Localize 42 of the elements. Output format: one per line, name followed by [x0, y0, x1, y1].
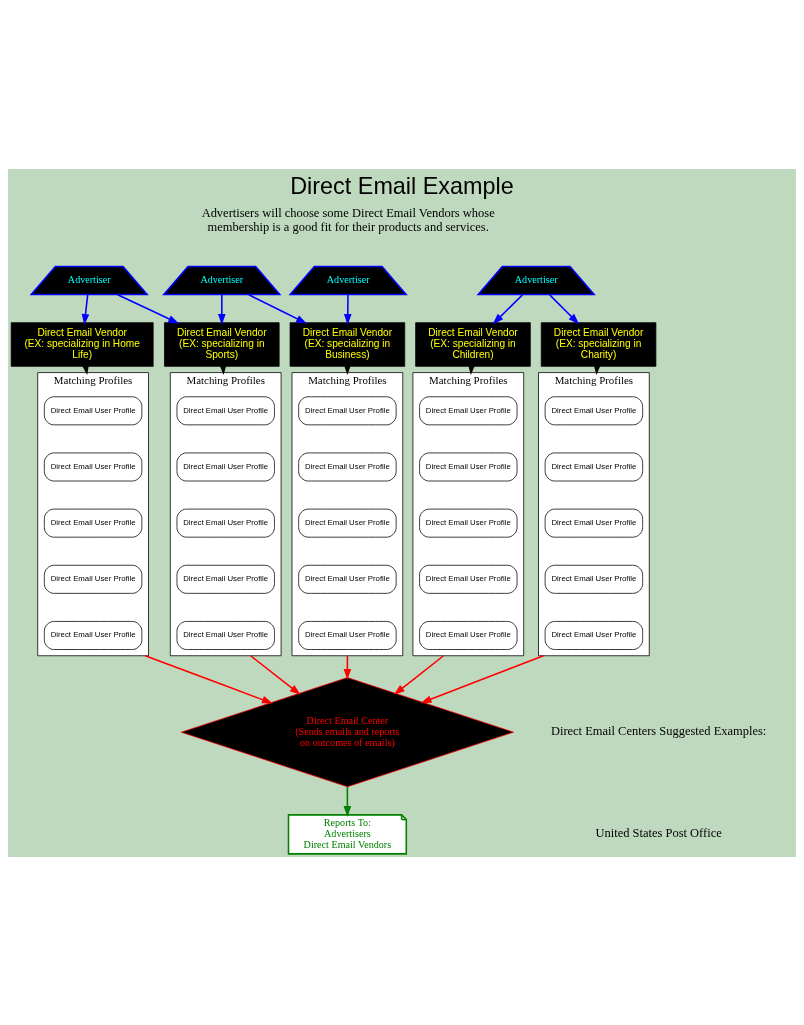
label: Advertisers will choose some Direct Email Vendors whose membership is a good fit for their products and services. — [201, 205, 495, 234]
node-box: Direct Email User Profile — [298, 620, 397, 650]
arrow — [492, 293, 524, 324]
node-box: Direct Email User Profile — [176, 395, 275, 425]
node-box: Direct Email User Profile — [419, 564, 518, 594]
arrow — [116, 293, 180, 324]
node-box: Direct Email User Profile — [298, 508, 397, 538]
node-box: Direct Email User Profile — [298, 564, 397, 594]
node-box: Direct Email User Profile — [544, 508, 644, 538]
arrow — [393, 654, 445, 695]
node-box: Direct Email User Profile — [298, 452, 397, 481]
arrow — [420, 654, 545, 703]
arrow — [247, 293, 308, 324]
label: United States Post Office — [595, 825, 722, 840]
arrow — [548, 293, 580, 324]
node-box: Direct Email User Profile — [419, 508, 518, 538]
node-box: Direct Email User Profile — [43, 395, 143, 425]
node-box: Direct Email User Profile — [544, 395, 644, 425]
arrow — [343, 293, 352, 325]
node-box: Direct Email User Profile — [176, 620, 275, 650]
node-box: Direct Email User Profile — [43, 564, 143, 594]
node-box: Direct Email User Profile — [544, 564, 644, 594]
arrow — [81, 293, 90, 325]
arrow — [144, 654, 273, 704]
node-box: Direct Email User Profile — [176, 508, 275, 538]
diagram-title: Direct Email Example — [290, 172, 514, 199]
node-box: Direct Email User Profile — [176, 452, 275, 481]
node-box: Direct Email User Profile — [43, 508, 143, 538]
arrow — [218, 293, 226, 325]
arrow — [249, 654, 301, 695]
node-box: Direct Email User Profile — [419, 395, 518, 425]
node-diamond: Direct Email Center (Sends emails and reports on outcomes of emails) — [180, 676, 514, 787]
arrow — [343, 785, 352, 817]
node-box: Direct Email User Profile — [43, 620, 143, 650]
node-box: Direct Email User Profile — [43, 452, 143, 481]
node-box: Direct Email User Profile — [544, 452, 644, 481]
label: Direct Email Centers Suggested Examples: — [550, 723, 767, 738]
node-box: Direct Email User Profile — [176, 564, 275, 594]
node-box: Direct Email User Profile — [298, 395, 397, 425]
node-box: Direct Email User Profile — [544, 620, 644, 650]
node-box: Direct Email User Profile — [419, 620, 518, 650]
node-box: Direct Email User Profile — [419, 452, 518, 481]
